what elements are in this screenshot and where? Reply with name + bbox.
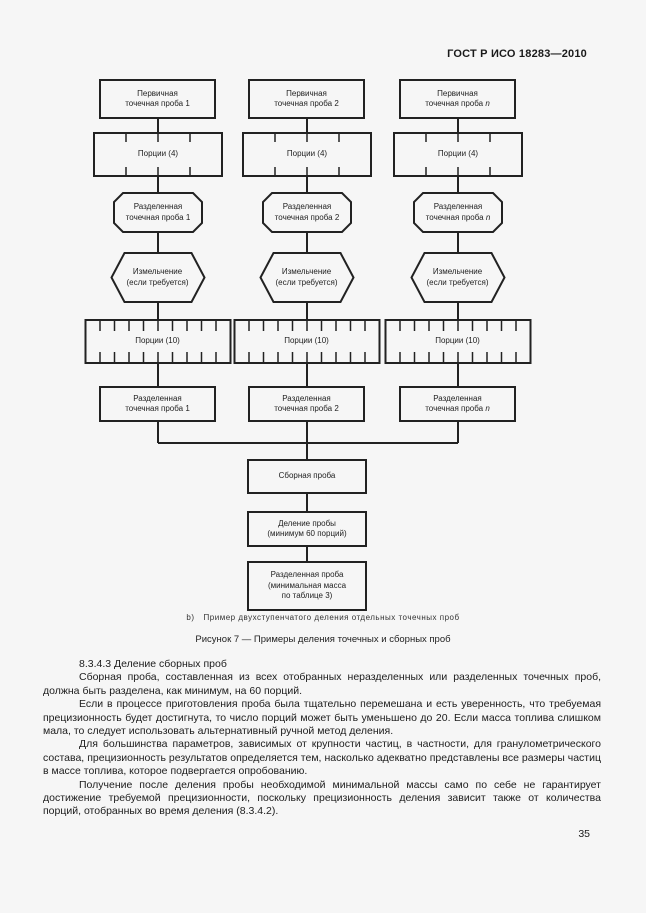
primary-sample-n-box <box>399 79 516 119</box>
divided-sample2-1-box <box>99 386 216 422</box>
document-header: ГОСТ Р ИСО 18283—2010 <box>447 48 587 60</box>
node-portions10-n: Порции (10) <box>435 336 480 346</box>
diagram-item-caption: b) Пример двухступенчатого деления отдель… <box>0 613 646 622</box>
flow-diagram-shapes <box>84 79 532 611</box>
portions10-n-ticks <box>399 320 517 363</box>
node-crushing-2: Измельчение(если требуется) <box>275 267 338 287</box>
page-number: 35 <box>578 828 590 840</box>
body-paragraph: Если в процессе приготовления проба была… <box>43 698 601 738</box>
portions4-2-ticks <box>274 133 340 176</box>
body-paragraph: Получение после деления пробы необходимо… <box>43 778 601 818</box>
figure-caption: Рисунок 7 — Примеры деления точечных и с… <box>195 634 451 645</box>
divided-sample2-2-box <box>248 386 365 422</box>
portions4-1-ticks <box>125 133 191 176</box>
sample-division-box <box>247 511 367 547</box>
divided-sample-2-octagon <box>262 192 352 233</box>
node-crushing-1: Измельчение(если требуется) <box>126 267 189 287</box>
node-combined-sample: Сборная проба <box>278 471 336 481</box>
item-caption-text: Пример двухступенчатого деления отдельны… <box>203 613 460 622</box>
crushing-n-hexagon <box>410 252 506 303</box>
node-crushing-n: Измельчение(если требуется) <box>426 267 489 287</box>
divided-sample2-n-box <box>399 386 516 422</box>
section-heading: 8.3.4.3 Деление сборных проб <box>79 658 227 670</box>
divided-sample-1-octagon <box>113 192 203 233</box>
body-paragraph: Сборная проба, составленная из всех отоб… <box>43 671 601 697</box>
crushing-1-hexagon <box>110 252 206 303</box>
node-sample-division: Деление пробы(минимум 60 порций) <box>267 518 347 539</box>
body-paragraph: Для большинства параметров, зависимых от… <box>43 738 601 778</box>
body-text: 8.3.4.3 Деление сборных проб Сборная про… <box>43 658 601 819</box>
node-portions4-2: Порции (4) <box>286 149 328 159</box>
final-divided-sample-box <box>247 561 367 611</box>
node-portions4-1: Порции (4) <box>137 149 179 159</box>
primary-sample-2-box <box>248 79 365 119</box>
node-portions10-2: Порции (10) <box>284 336 329 346</box>
portions10-1-ticks <box>99 320 217 363</box>
node-portions10-1: Порции (10) <box>135 336 180 346</box>
divided-sample-n-octagon <box>413 192 503 233</box>
combined-sample-box <box>247 459 367 494</box>
portions10-2-ticks <box>248 320 366 363</box>
crushing-2-hexagon <box>259 252 355 303</box>
primary-sample-1-box <box>99 79 216 119</box>
node-portions4-n: Порции (4) <box>437 149 479 159</box>
item-letter: b) <box>186 613 195 622</box>
portions4-n-ticks <box>425 133 491 176</box>
